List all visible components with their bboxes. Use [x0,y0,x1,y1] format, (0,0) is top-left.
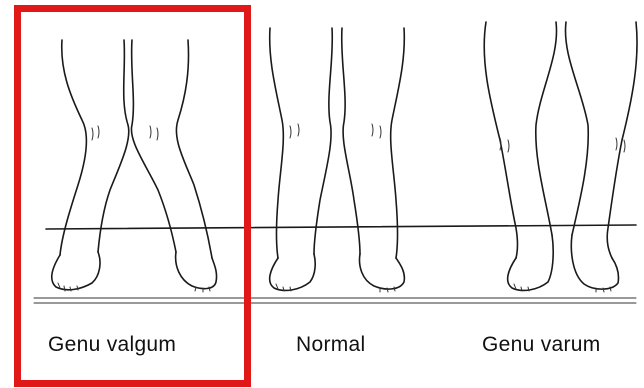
normal-right-leg-inner [342,28,360,254]
varum-left-leg-inner [536,22,557,235]
normal-legs [270,28,405,292]
varum-right-leg-inner [565,22,588,235]
varum-right-foot [571,235,618,289]
normal-right-leg-outer [391,28,405,258]
varum-legs [484,22,637,292]
highlight-box [14,5,251,387]
caption-genu-varum: Genu varum [482,333,601,357]
normal-right-foot [360,254,405,289]
normal-left-leg-outer [270,28,284,258]
caption-normal: Normal [296,333,365,357]
varum-left-foot [508,235,554,290]
varum-knee-marks [500,138,625,152]
varum-right-leg-outer [607,22,637,258]
normal-left-leg-inner [314,28,332,254]
normal-knee-marks [290,124,381,138]
